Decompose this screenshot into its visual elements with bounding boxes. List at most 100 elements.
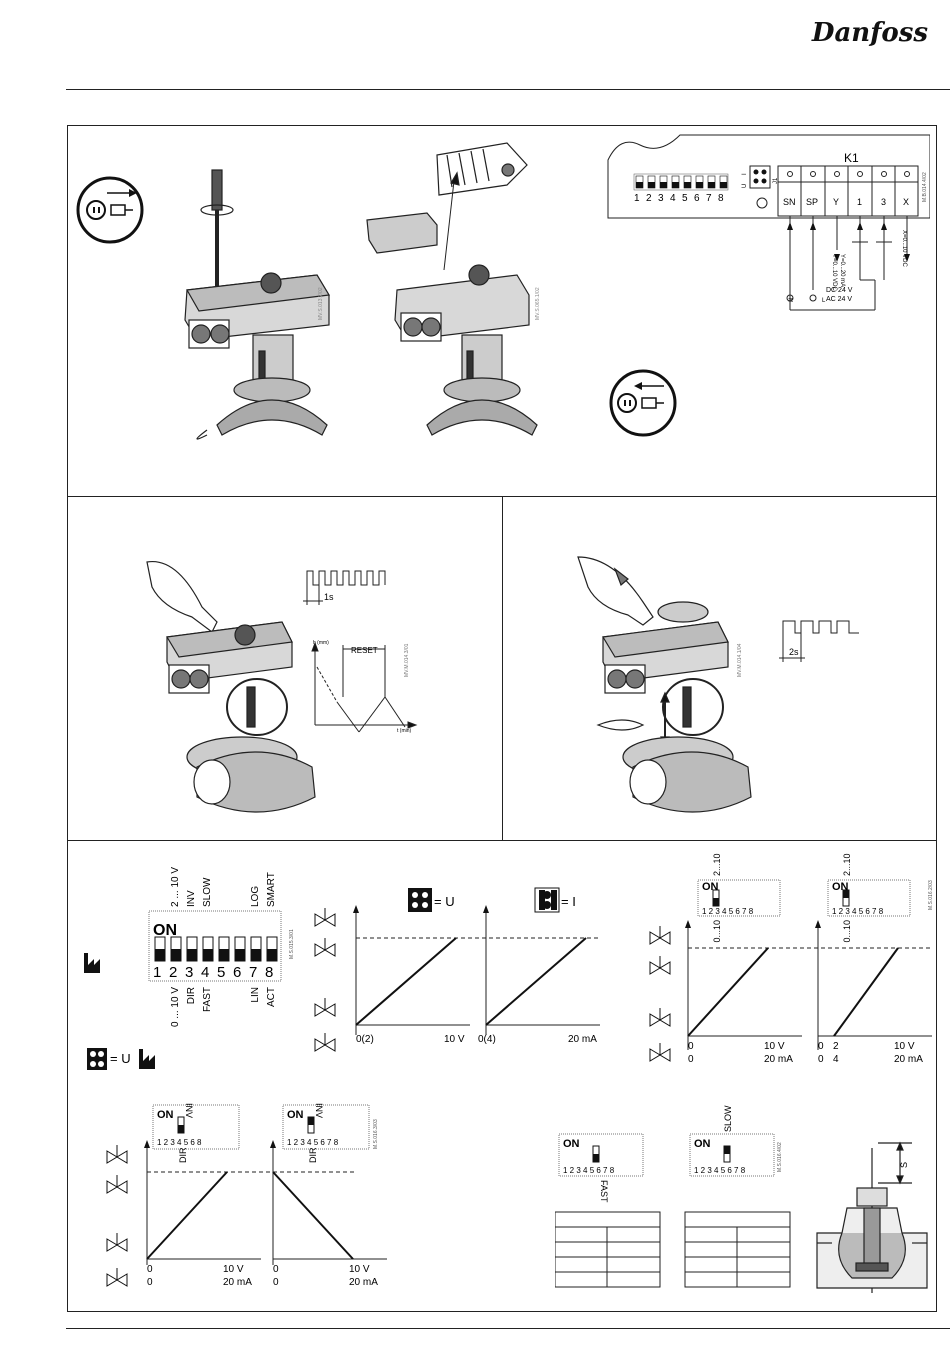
dip-main-num-2: 2: [169, 964, 177, 981]
installation-panel: MV.S.013.7/02 MV.S.065.1/02: [76, 142, 677, 440]
dip-main-num-5: 5: [217, 964, 225, 981]
dip-label-bottom-3: FAST: [202, 987, 213, 1012]
dip-main-knob-7: [251, 949, 261, 961]
dip-label-top-2: INV: [186, 890, 197, 907]
header-rule: [66, 89, 950, 90]
reset-pulse-train: [303, 570, 386, 605]
dip-label-bottom-2: DIR: [186, 987, 197, 1004]
ground-symbol: [786, 294, 794, 302]
chart-range: ON 1 2 3 4 5 6 7 8 2...10 0...10 ON 1 2 …: [649, 853, 934, 1065]
manual-illustration: [577, 556, 752, 813]
dip-main-num-8: 8: [265, 964, 273, 981]
valve-symbol-9-left: [106, 1150, 118, 1164]
wiring-dip-knob-2: [648, 182, 655, 188]
footer-rule: [66, 1328, 950, 1329]
wiring-diagram: 1 2 3 4 5 6 7 8 U I J1 K1 SN SP Y 1 3 X …: [607, 134, 930, 311]
range-right-x-mid-v: 2: [833, 1041, 839, 1052]
stroke-s-label: S: [899, 1162, 909, 1168]
wiring-dip-knob-5: [684, 182, 691, 188]
speed-table-left: [555, 1211, 661, 1288]
dip-main-num-6: 6: [233, 964, 241, 981]
valve-symbol-12-right: [116, 1273, 128, 1287]
y-signal-label: Y=0...10 VDC: [831, 254, 837, 292]
range-right-x-start-ma: 0: [818, 1054, 824, 1065]
wiring-dip-knob-7: [708, 182, 715, 188]
dip-label-top-3: SLOW: [202, 877, 213, 907]
valve-symbol-4-left: [314, 1038, 326, 1052]
row-divider-2: [67, 840, 937, 841]
terminal-sp: SP: [806, 197, 818, 207]
dir-left-bottom: DIR: [178, 1147, 188, 1163]
valve-symbol-5-left: [649, 931, 661, 945]
wiring-dip-knob-3: [660, 182, 667, 188]
dir-right-x-start-ma: 0: [273, 1277, 279, 1288]
range-right-on: ON: [832, 881, 849, 893]
terminal-sn: SN: [783, 197, 796, 207]
valve-symbol-1-left: [314, 913, 326, 927]
dir-right-on: ON: [287, 1109, 304, 1121]
range-right-top: 2...10: [842, 853, 852, 876]
dir-left-x-start-v: 0: [147, 1264, 153, 1275]
valve-symbol-3-left: [314, 1003, 326, 1017]
range-left-x-start-v: 0: [688, 1041, 694, 1052]
wiring-dip-knob-8: [720, 182, 727, 188]
dip-main-num-3: 3: [185, 964, 193, 981]
jumper-j1: [749, 165, 771, 209]
range-left-bottom: 0...10: [712, 920, 722, 943]
dir-left-x-end-ma: 20 mA: [223, 1277, 252, 1288]
speed-left-on: ON: [563, 1138, 580, 1150]
dip-label-top-6: LOG: [250, 886, 261, 907]
dip-main-on-label: ON: [153, 922, 177, 939]
reset-chart: [311, 641, 418, 733]
chart-dir: ON 1 2 3 4 5 6 8 INV DIR ON 1 2 3 4 5 6 …: [106, 1103, 387, 1288]
col-divider: [502, 496, 503, 840]
code-range: M.S.016.2/03: [928, 880, 934, 910]
speed-left-nums: 1 2 3 4 5 6 7 8: [563, 1166, 615, 1175]
valve-symbol-5: [649, 926, 671, 945]
dip-number-7: 7: [706, 193, 712, 204]
dip-main-knob-6: [235, 949, 245, 961]
dir-right-nums: 1 2 3 4 5 6 7 8: [287, 1138, 339, 1147]
valve-symbol-1: [314, 908, 336, 927]
l-label: L: [822, 298, 826, 304]
dip-label-top-1: 2 ... 10 V: [170, 867, 181, 907]
valve-symbol-4-right: [324, 1038, 336, 1052]
wiring-dip-knob-4: [672, 182, 679, 188]
manual-pulse-train: [779, 620, 859, 662]
factory-jumper-note: [87, 1048, 155, 1070]
dir-right-bottom: DIR: [308, 1147, 318, 1163]
chart-main: 0(2) 10 V 0(4) 20 mA: [314, 905, 600, 1052]
dir-right-x-end-ma: 20 mA: [349, 1277, 378, 1288]
valve-symbol-11-right: [116, 1238, 128, 1252]
reset-label: RESET: [351, 646, 378, 655]
speed-fast-label: FAST: [599, 1180, 609, 1203]
dip-number-3: 3: [658, 193, 664, 204]
valve-symbol-10: [106, 1175, 128, 1194]
dip-number-2: 2: [646, 193, 652, 204]
chart-range-line-left: [687, 947, 769, 1037]
code-dir: M.S.016.3/03: [373, 1119, 379, 1149]
dir-right-x-end-v: 10 V: [349, 1264, 370, 1275]
terminal-3: 3: [881, 197, 886, 207]
jumper-label-i: I: [742, 173, 748, 175]
dip-main-num-1: 1: [153, 964, 161, 981]
range-right-nums: 1 2 3 4 5 6 7 8: [832, 907, 884, 916]
range-left-nums: 1 2 3 4 5 6 7 8: [702, 907, 754, 916]
range-left-top: 2...10: [712, 853, 722, 876]
chart-dir-line-inv: [272, 1171, 354, 1260]
valve-symbol-11: [106, 1233, 128, 1252]
dir-right-x-start-v: 0: [273, 1264, 279, 1275]
manual-panel: 2s MV.M.014.1/04: [577, 556, 859, 813]
valve-symbol-4: [314, 1033, 336, 1052]
chart-main-x1-start: 0(2): [356, 1034, 374, 1045]
brand-logo: Danfoss: [811, 18, 928, 48]
factory-icon: [84, 953, 100, 973]
factory-jumper-label: = U: [110, 1051, 131, 1066]
actuator-cover-illustration: [366, 142, 538, 436]
power-disconnect-icon: [76, 176, 144, 244]
chart-main-x1-end: 10 V: [444, 1034, 465, 1045]
dir-left-on: ON: [157, 1109, 174, 1121]
dip-main-num-4: 4: [201, 964, 209, 981]
dip-number-1: 1: [634, 193, 640, 204]
valve-symbol-1-right: [324, 913, 336, 927]
